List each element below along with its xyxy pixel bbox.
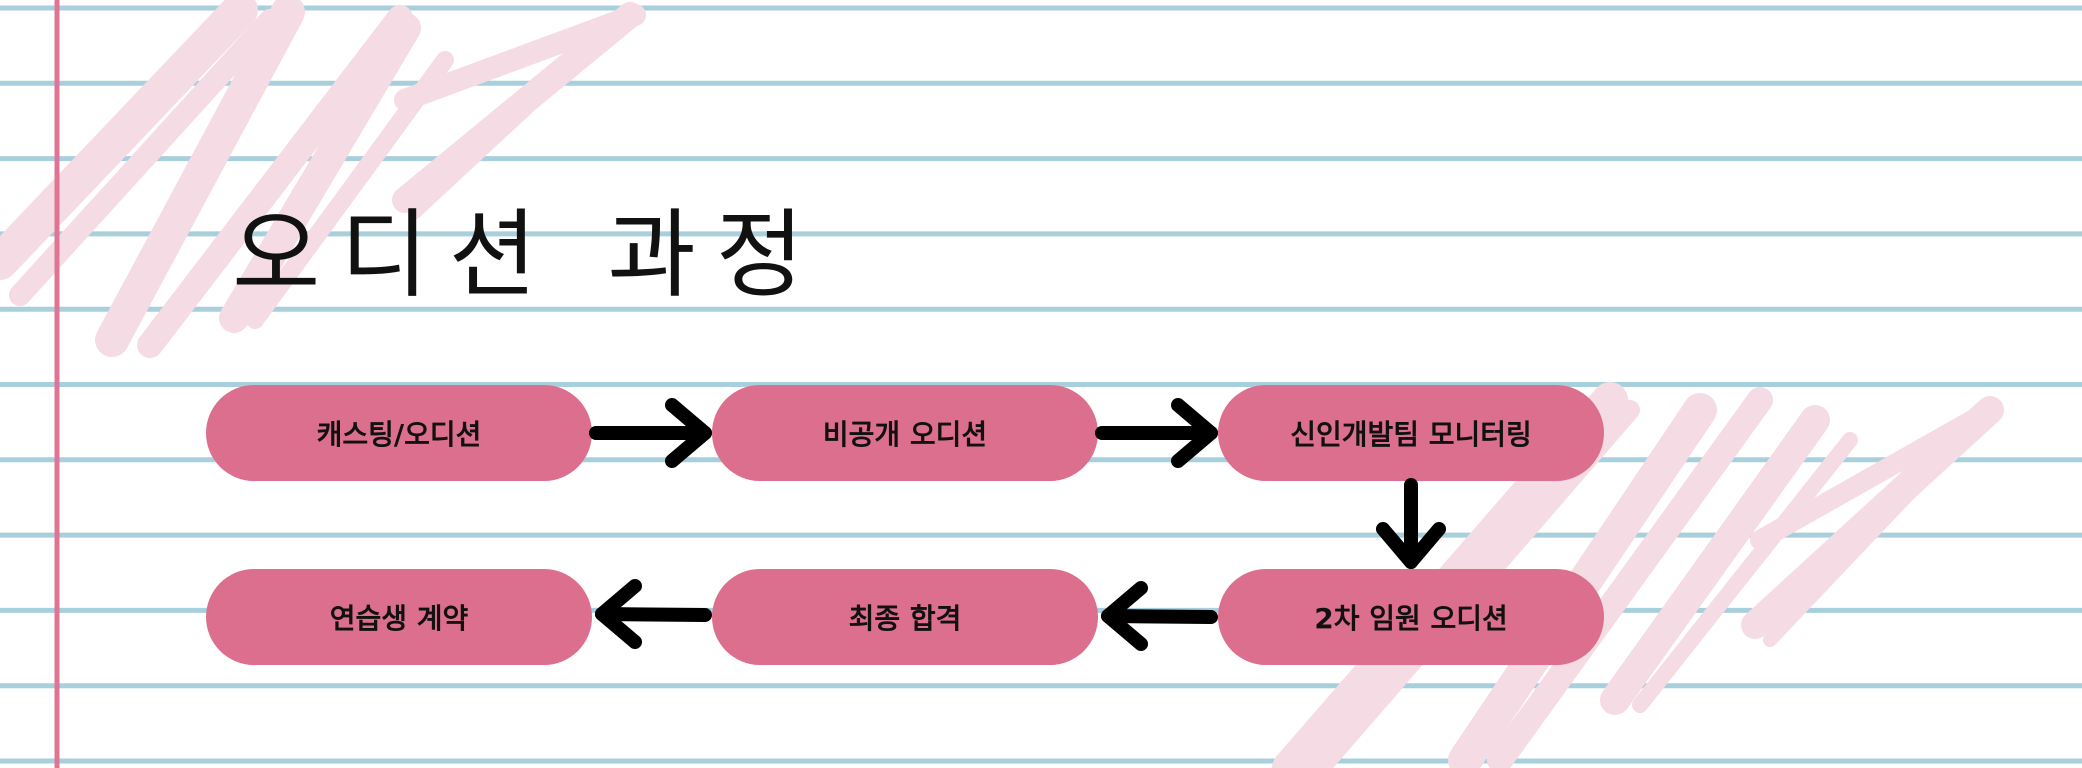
pink-scribble-top-left bbox=[0, 0, 646, 358]
step-new-talent-monitoring: 신인개발팀 모니터링 bbox=[1218, 385, 1604, 481]
step-private-audition: 비공개 오디션 bbox=[712, 385, 1098, 481]
step-executive-audition: 2차 임원 오디션 bbox=[1218, 569, 1604, 665]
step-final-pass: 최종 합격 bbox=[712, 569, 1098, 665]
page-title: 오디션 과정 bbox=[232, 199, 825, 311]
step-casting: 캐스팅/오디션 bbox=[206, 385, 592, 481]
step-trainee-contract: 연습생 계약 bbox=[206, 569, 592, 665]
